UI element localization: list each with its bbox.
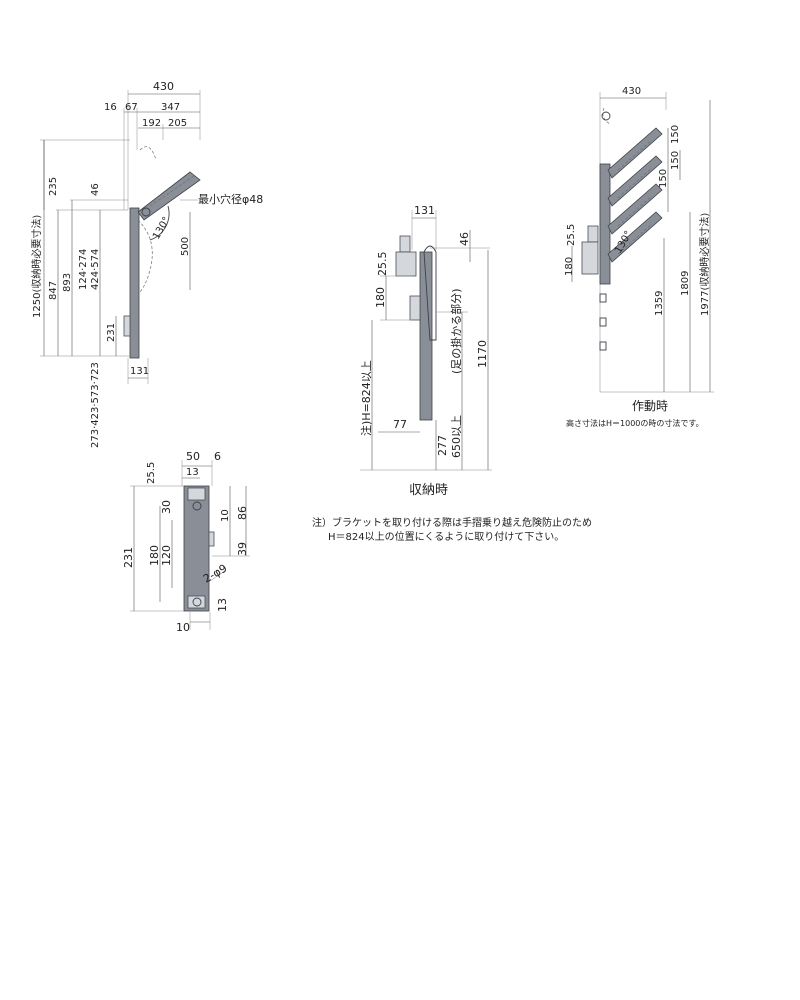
dim-13: 13: [186, 467, 199, 478]
dim-424-574: 424·574: [90, 249, 101, 290]
dim-347: 347: [161, 102, 180, 113]
dim-25-5-stored: 25.5: [376, 252, 389, 277]
hole-min-diameter-label: 最小穴径φ48: [198, 192, 263, 206]
dim-10-right: 10: [220, 509, 231, 522]
bracket-mount: [123, 315, 131, 337]
dim-847: 847: [48, 281, 59, 300]
dim-1809: 1809: [680, 271, 691, 296]
installation-note: 注）ブラケットを取り付ける際は手摺乗り越え危険防止のため H＝824以上の位置に…: [312, 516, 592, 543]
dim-180-bracket: 180: [148, 545, 161, 566]
dim-893: 893: [62, 273, 73, 292]
dim-46-stored: 46: [458, 232, 471, 246]
view-operating: 430 150 150 150 25.5 180: [564, 86, 714, 428]
operating-arms: [607, 127, 663, 263]
dim-131-stored: 131: [414, 204, 435, 217]
bracket-front-plate: [183, 485, 210, 612]
note-line-1: 注）ブラケットを取り付ける際は手摺乗り越え危険防止のため: [312, 516, 592, 529]
dim-1977: 1977(収納時必要寸法): [698, 213, 711, 316]
arm-swing-arc: [139, 146, 157, 161]
angle-130-label: 130°: [151, 215, 173, 241]
dim-39: 39: [236, 542, 249, 556]
dim-120-bracket: 120: [160, 545, 173, 566]
height-footnote: 高さ寸法はH＝1000の時の寸法です。: [566, 418, 704, 428]
dim-192: 192: [142, 118, 161, 129]
dim-77: 77: [393, 418, 407, 431]
dim-50: 50: [186, 450, 200, 463]
dim-16: 16: [104, 102, 117, 113]
dim-124-274: 124·274: [78, 249, 89, 290]
dim-86: 86: [236, 506, 249, 520]
dim-231: 231: [106, 323, 117, 342]
dim-10-bottom: 10: [176, 621, 190, 634]
arm-raised: [137, 171, 201, 221]
dim-150-b: 150: [670, 151, 681, 170]
mount-hole-bottom: [192, 597, 202, 607]
dim-277: 277: [436, 435, 449, 456]
mount-hole-top: [192, 501, 202, 511]
dim-25-5-bracket: 25.5: [146, 462, 157, 484]
dim-273-723: 273·423·573·723: [90, 362, 101, 448]
dim-150-a: 150: [670, 125, 681, 144]
dim-180-stored: 180: [374, 287, 387, 308]
dim-430-operating: 430: [622, 86, 641, 97]
dim-67: 67: [125, 102, 138, 113]
dim-500: 500: [180, 237, 191, 256]
wall-bracket-plate: [129, 207, 140, 359]
foot-part-label: (足の掛かる部分): [449, 288, 463, 374]
dim-13-right: 13: [216, 598, 229, 612]
dim-25-5-operating: 25.5: [566, 224, 577, 246]
dim-1170: 1170: [476, 340, 489, 368]
dim-131-side: 131: [130, 366, 149, 377]
dim-235: 235: [48, 177, 59, 196]
dim-46: 46: [90, 183, 101, 196]
operating-post: [599, 163, 611, 285]
note-line-2: H＝824以上の位置にくるように取り付けて下さい。: [328, 530, 564, 543]
dim-205: 205: [168, 118, 187, 129]
dim-650: 650以上: [450, 415, 463, 458]
view-stored: 131 46 25.5 180 注)H=824以上 (足の掛かる部分) 650以…: [359, 204, 492, 498]
caption-operating: 作動時: [632, 399, 668, 413]
caption-stored: 収納時: [409, 483, 448, 498]
dim-6: 6: [214, 450, 221, 463]
dim-430: 430: [153, 80, 174, 93]
dim-180-operating: 180: [564, 257, 575, 276]
dim-231-bracket: 231: [122, 547, 135, 568]
view-bracket-front: 50 6 13 25.5 231 180 120 30 10 86 39 13 …: [122, 450, 250, 634]
dim-1359: 1359: [654, 291, 665, 316]
view-side-operating: 430 16 67 347 192 205 最小穴径φ48 130° 1250(…: [30, 80, 263, 448]
stored-post: [419, 251, 433, 421]
dim-150-c: 150: [658, 169, 669, 188]
dim-30-bracket: 30: [160, 500, 173, 514]
note-h-824: 注)H=824以上: [359, 360, 373, 436]
dim-1250: 1250(収納時必要寸法): [30, 215, 43, 318]
